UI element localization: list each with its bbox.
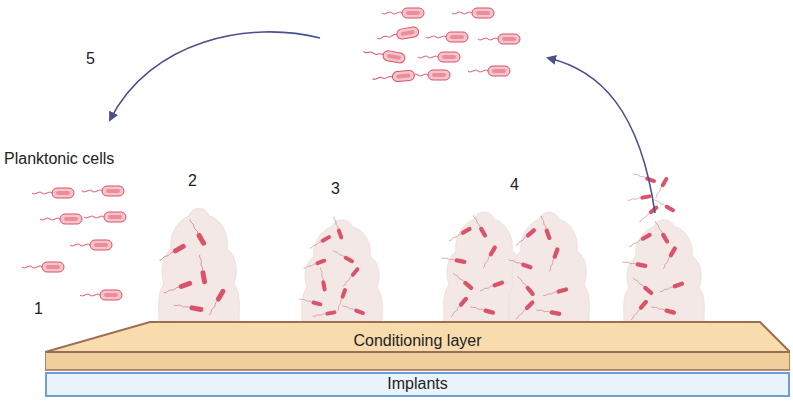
bacterium: [628, 232, 652, 248]
bacterium: [479, 280, 504, 293]
bacterium: [638, 205, 659, 223]
bacterium: [514, 300, 535, 321]
planktonic-cell: [82, 186, 124, 196]
callout-number: 4: [510, 176, 519, 194]
bacterium: [336, 287, 348, 311]
bacterium: [158, 243, 186, 262]
bacterium: [516, 275, 536, 297]
bacterium: [309, 234, 332, 249]
bacterium: [332, 216, 344, 240]
bacterium: [515, 227, 537, 247]
bacterium: [622, 260, 648, 269]
bacterium: [319, 267, 327, 291]
planktonic-cell: [80, 290, 122, 300]
callout-number: 3: [331, 180, 340, 198]
implant-fill: [46, 373, 789, 396]
bacterium: [441, 256, 467, 265]
layer-top: [45, 322, 790, 352]
planktonic-cell: [376, 26, 419, 43]
planktonic-cell: [84, 212, 126, 222]
bacterium: [547, 247, 560, 272]
planktonic-cell: [40, 214, 82, 224]
biofilm-mound: [159, 209, 240, 325]
bacterium: [632, 276, 654, 296]
planktonic-cell: [382, 8, 424, 18]
bacterium: [661, 246, 677, 270]
biofilm-mound: [624, 220, 705, 324]
callout-number: 5: [86, 50, 95, 68]
bacterium: [448, 226, 472, 242]
bacterium: [654, 220, 670, 244]
implant-bar: Implants: [45, 372, 790, 397]
bacterium: [303, 258, 327, 270]
planktonic-cell: [372, 70, 415, 84]
bacterium: [651, 304, 677, 315]
bacterium: [342, 266, 360, 287]
bacterium: [543, 287, 569, 298]
bacterium: [629, 299, 649, 321]
bacterium: [653, 198, 676, 213]
cycle-arrow: [110, 32, 320, 120]
conditioning-layer: Conditioning layer: [45, 320, 790, 372]
bacterium: [472, 214, 488, 238]
layer-label: Implants: [45, 375, 790, 393]
bacterium: [197, 254, 207, 284]
biofilm-mound: [509, 212, 590, 323]
group-label: Planktonic cells: [4, 150, 114, 168]
bacterium: [508, 257, 533, 270]
bacterium: [188, 218, 207, 246]
bacterium: [452, 271, 474, 291]
cycle-arrow: [548, 58, 655, 213]
planktonic-cell: [452, 8, 494, 18]
bacterium: [342, 304, 366, 316]
planktonic-cell: [32, 188, 74, 198]
layer-label: Conditioning layer: [45, 332, 790, 350]
callout-number: 2: [188, 172, 197, 190]
layer-front: [45, 352, 790, 370]
bacterium: [332, 249, 355, 264]
bacterium: [539, 215, 552, 240]
planktonic-cell: [70, 240, 112, 250]
bacterium: [481, 245, 497, 269]
planktonic-cell: [363, 47, 406, 64]
bacterium: [449, 296, 469, 318]
planktonic-cell: [478, 34, 520, 44]
bacterium: [633, 172, 657, 184]
bacterium: [312, 310, 336, 318]
callout-number: 1: [34, 300, 43, 318]
bacterium: [536, 308, 562, 317]
bacterium: [173, 302, 203, 312]
bacterium: [299, 297, 323, 307]
bacterium: [659, 281, 684, 294]
planktonic-cell: [418, 52, 460, 62]
bacterium: [207, 288, 226, 316]
planktonic-cell: [22, 262, 64, 272]
bacterium: [470, 304, 496, 315]
bacterium: [163, 280, 193, 295]
planktonic-cell: [426, 32, 468, 42]
bacterium: [627, 194, 651, 202]
planktonic-cell: [468, 66, 510, 76]
bacterium: [654, 176, 669, 199]
